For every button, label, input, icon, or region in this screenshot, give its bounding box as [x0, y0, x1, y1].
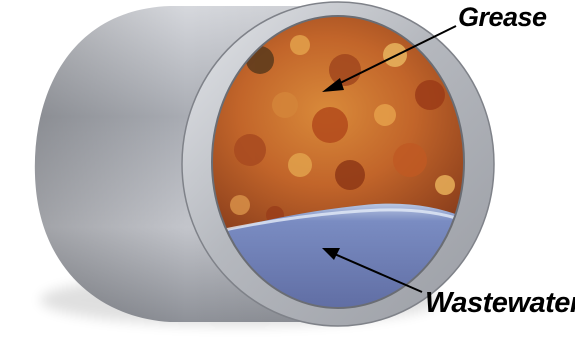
grease-label: Grease: [458, 4, 547, 31]
wastewater-label: Wastewater: [425, 289, 575, 318]
